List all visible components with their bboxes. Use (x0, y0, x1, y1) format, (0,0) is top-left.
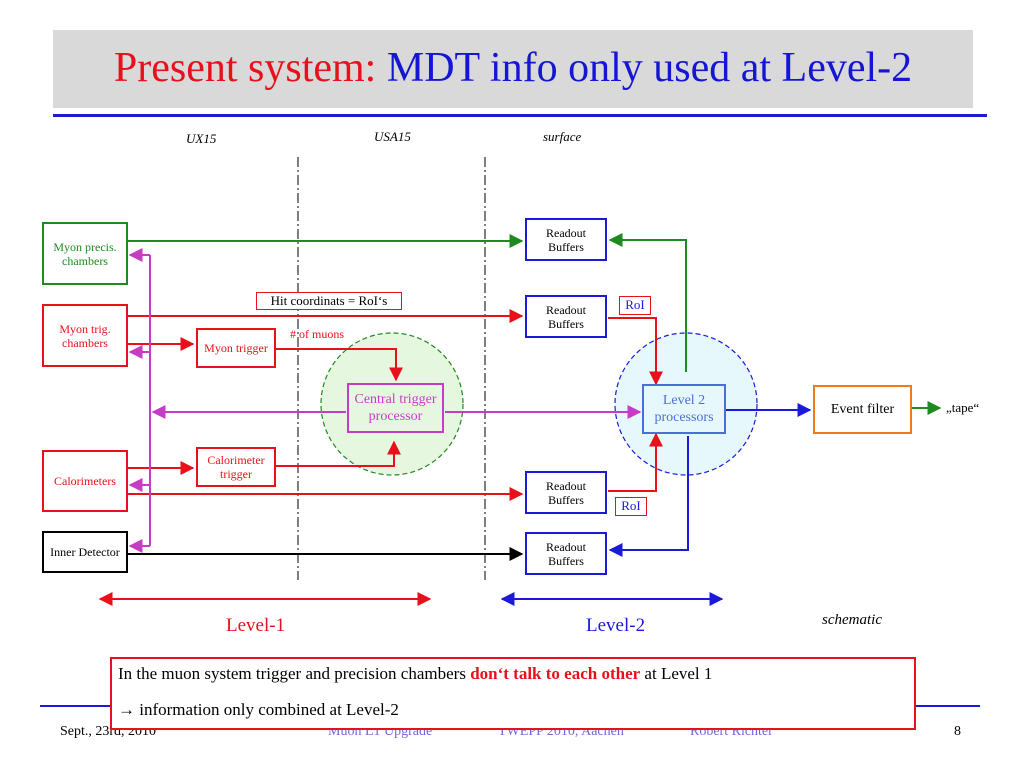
title-underline (53, 114, 987, 117)
calorimeter-trigger-box: Calorimeter trigger (196, 447, 276, 487)
myon-precision-chambers-box: Myon precis. chambers (42, 222, 128, 285)
schematic-label: schematic (822, 612, 882, 628)
zone-label-ux15: UX15 (186, 131, 217, 146)
hit-coordinates-label: Hit coordinats = RoI‘s (256, 292, 402, 310)
inner-detector-box: Inner Detector (42, 531, 128, 573)
readout-buffers-box: Readout Buffers (525, 218, 607, 261)
readout-buffers-box: Readout Buffers (525, 471, 607, 514)
note-text: information only combined at Level-2 (135, 700, 399, 719)
note-text: at Level 1 (640, 664, 713, 683)
num-muons-label: # of muons (290, 327, 344, 341)
page-number: 8 (954, 724, 961, 739)
myon-trigger-box: Myon trigger (196, 328, 276, 368)
calorimeters-box: Calorimeters (42, 450, 128, 512)
central-trigger-circle (320, 332, 464, 476)
readout-buffers-box: Readout Buffers (525, 295, 607, 338)
title-part2: MDT info only used at Level-2 (386, 45, 913, 91)
note-box: In the muon system trigger and precision… (110, 657, 916, 730)
slide-title: Present system: MDT info only used at Le… (53, 44, 973, 92)
title-banner: Present system: MDT info only used at Le… (53, 30, 973, 108)
roi-label: RoI (619, 296, 651, 315)
zone-label-usa15: USA15 (374, 129, 411, 144)
note-line-1: In the muon system trigger and precision… (118, 662, 908, 686)
arrow-icon: → (118, 700, 135, 719)
title-part1: Present system: (113, 45, 377, 91)
zone-label-surface: surface (543, 129, 582, 144)
note-text: In the muon system trigger and precision… (118, 664, 471, 683)
roi-label: RoI (615, 497, 647, 516)
tape-label: „tape“ (946, 400, 980, 415)
note-line-2: → information only combined at Level-2 (118, 698, 908, 722)
level2-processors-box: Level 2 processors (642, 384, 726, 434)
myon-trigger-chambers-box: Myon trig. chambers (42, 304, 128, 367)
level1-label: Level-1 (226, 615, 286, 636)
readout-buffers-box: Readout Buffers (525, 532, 607, 575)
level2-label: Level-2 (586, 615, 646, 636)
central-trigger-processor-box: Central trigger processor (347, 383, 444, 433)
note-emphasis: don‘t talk to each other (470, 664, 641, 683)
event-filter-box: Event filter (813, 385, 912, 434)
